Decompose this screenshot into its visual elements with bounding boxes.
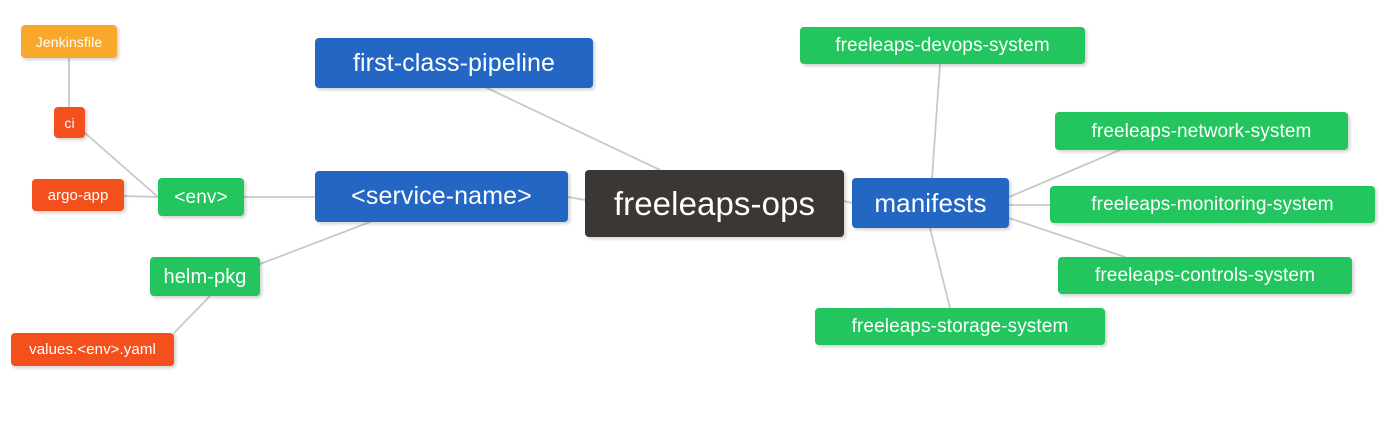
- mindmap-node-env[interactable]: <env>: [158, 178, 244, 216]
- edge-manifests-to-controls: [1008, 217, 1126, 258]
- edge-manifests-to-devops: [931, 63, 941, 179]
- mindmap-node-storage[interactable]: freeleaps-storage-system: [815, 308, 1105, 345]
- mindmap-node-jenkinsfile[interactable]: Jenkinsfile: [21, 25, 117, 58]
- mindmap-node-first-class[interactable]: first-class-pipeline: [315, 38, 593, 88]
- edge-values-yaml-to-helm-pkg: [173, 295, 211, 334]
- mindmap-node-ci[interactable]: ci: [54, 107, 85, 138]
- mindmap-node-monitoring[interactable]: freeleaps-monitoring-system: [1050, 186, 1375, 223]
- mindmap-node-manifests[interactable]: manifests: [852, 178, 1009, 228]
- edge-first-class-to-freeleaps-ops: [486, 87, 661, 171]
- edge-service-name-to-freeleaps-ops: [567, 196, 586, 201]
- edge-freeleaps-ops-to-manifests: [843, 200, 853, 204]
- mindmap-node-service-name[interactable]: <service-name>: [315, 171, 568, 222]
- edge-helm-pkg-to-service-name: [259, 221, 371, 265]
- edge-argo-app-to-env: [123, 195, 159, 198]
- mindmap-node-devops[interactable]: freeleaps-devops-system: [800, 27, 1085, 64]
- mindmap-node-values-yaml[interactable]: values.<env>.yaml: [11, 333, 174, 366]
- mindmap-node-argo-app[interactable]: argo-app: [32, 179, 124, 211]
- edge-manifests-to-storage: [929, 227, 951, 309]
- mindmap-node-freeleaps-ops[interactable]: freeleaps-ops: [585, 170, 844, 237]
- mindmap-node-controls[interactable]: freeleaps-controls-system: [1058, 257, 1352, 294]
- mindmap-node-network[interactable]: freeleaps-network-system: [1055, 112, 1348, 150]
- mindmap-node-helm-pkg[interactable]: helm-pkg: [150, 257, 260, 296]
